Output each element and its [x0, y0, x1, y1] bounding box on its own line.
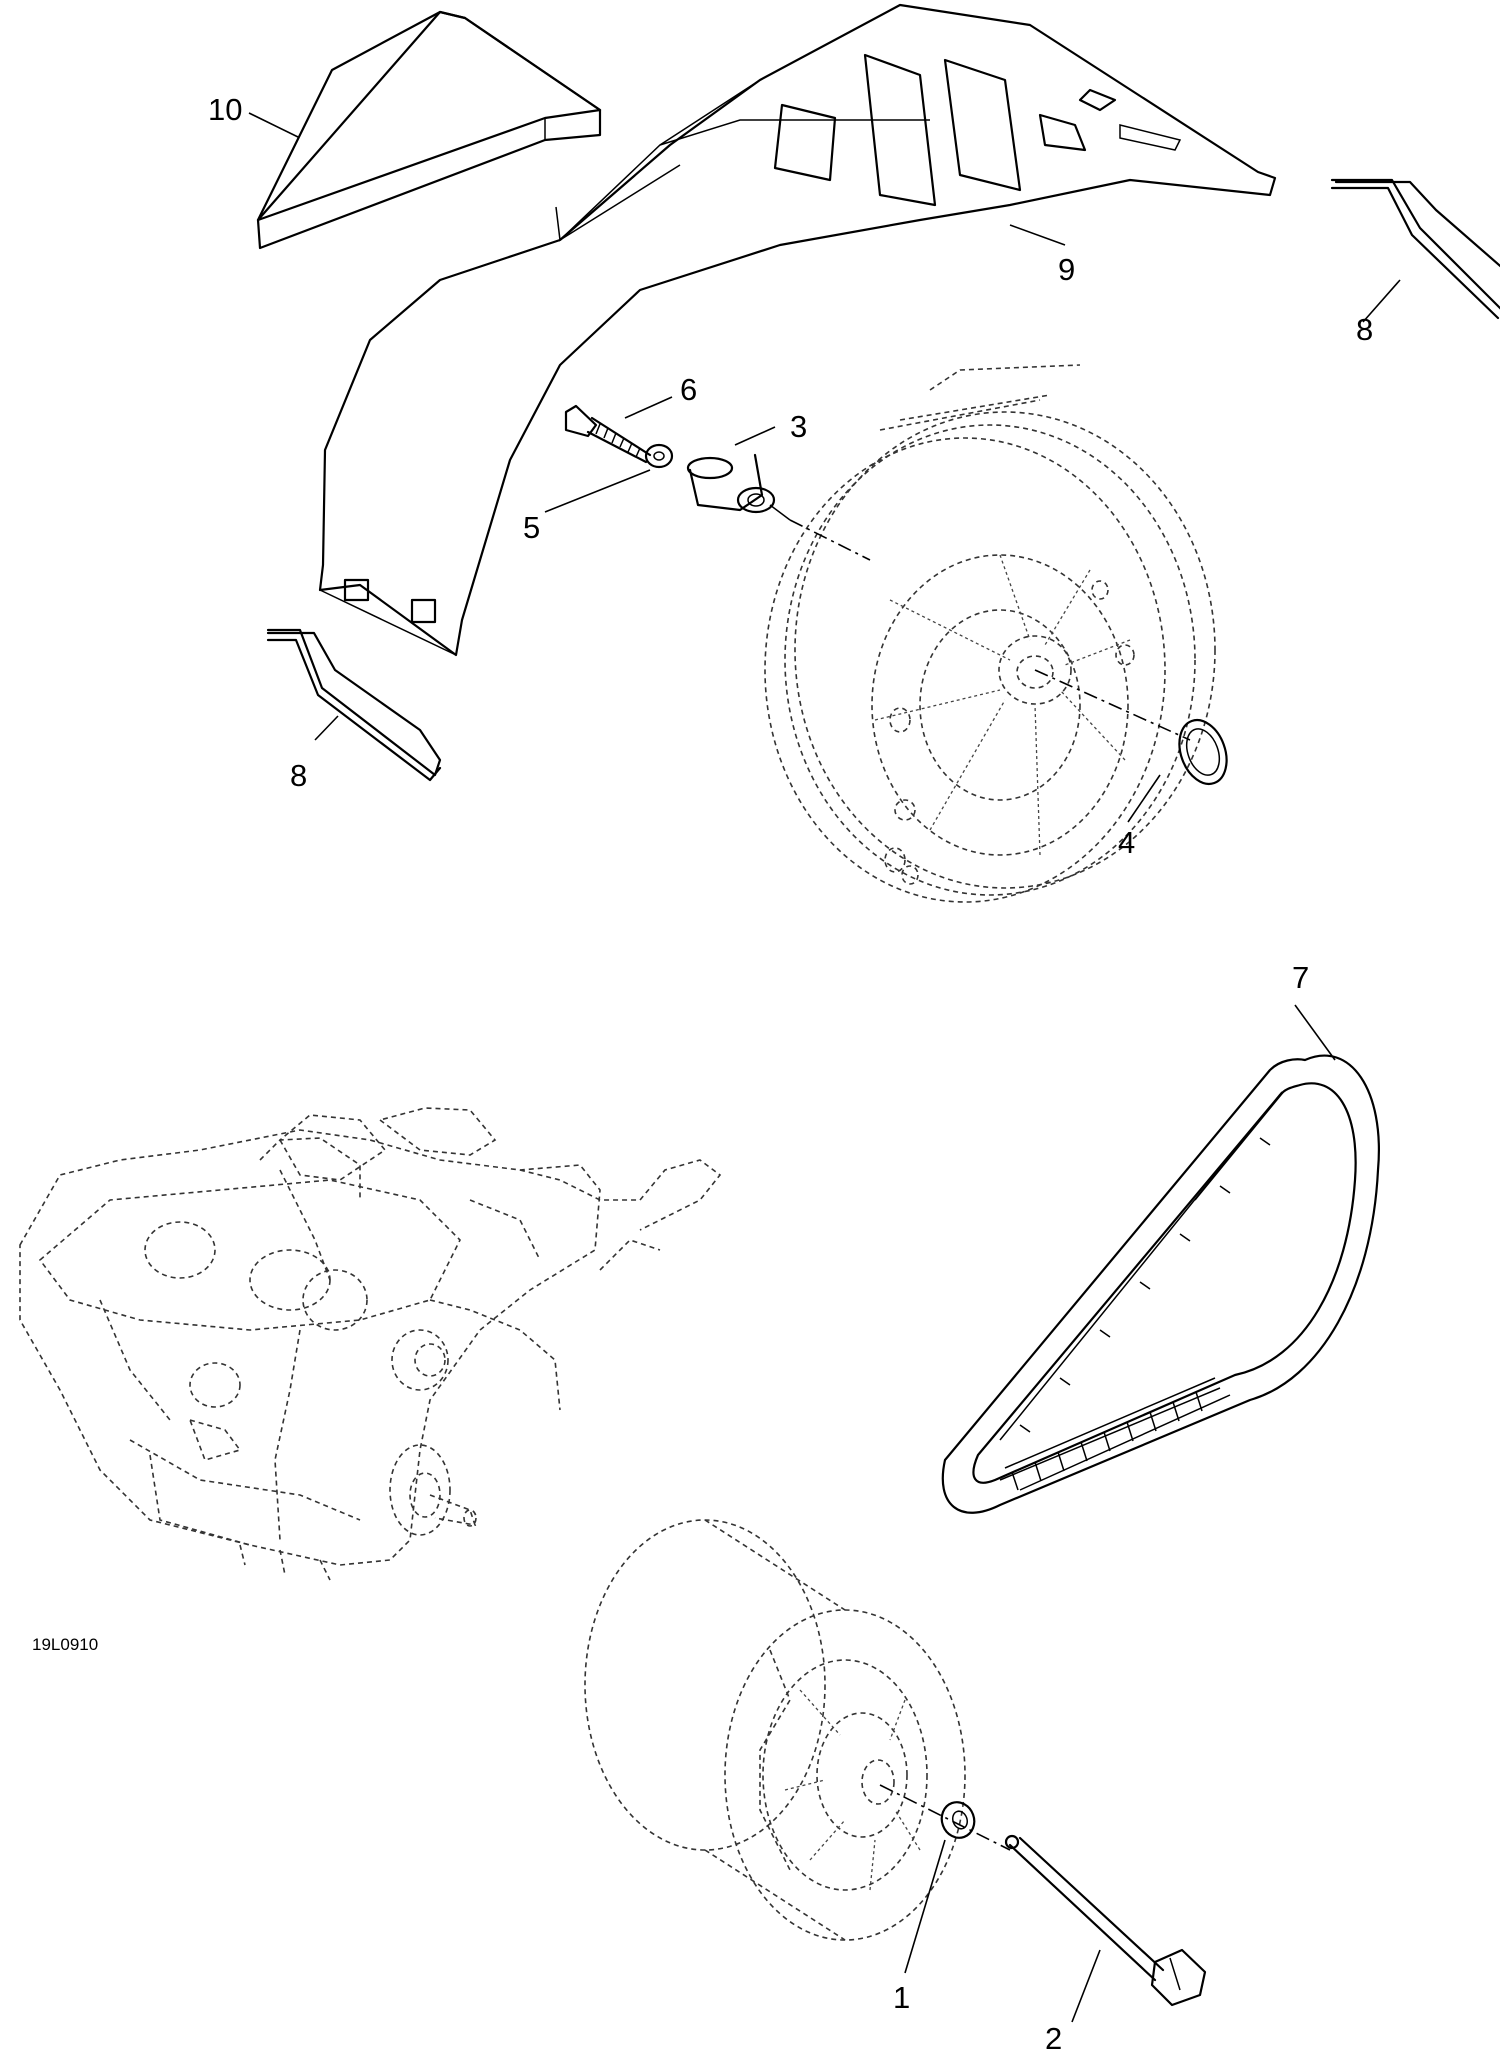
callout-8-upper: 8 — [1356, 312, 1373, 347]
lock-washer-part — [644, 443, 674, 469]
clip-part-lower — [266, 628, 442, 782]
drive-pulley-reference — [584, 1519, 966, 1941]
callout-5: 5 — [523, 510, 540, 545]
driven-pulley-reference — [764, 364, 1216, 903]
screw-part — [564, 404, 652, 464]
leader-lines — [248, 112, 1401, 2023]
clip-part-upper — [1330, 178, 1500, 320]
callout-10: 10 — [208, 92, 242, 127]
washer-part-1 — [940, 1801, 976, 1839]
callout-1: 1 — [893, 1980, 910, 2015]
diagram-code: 19L0910 — [32, 1635, 98, 1654]
callout-labels: 10 9 8 6 3 5 8 4 7 1 2 19L0910 — [32, 92, 1373, 2052]
engine-reference — [19, 1107, 722, 1581]
callout-4: 4 — [1118, 825, 1135, 860]
callout-8-lower: 8 — [290, 758, 307, 793]
callout-7: 7 — [1292, 960, 1309, 995]
drive-belt-part — [941, 1054, 1380, 1514]
bolt-part — [1004, 1834, 1207, 2007]
callout-2: 2 — [1045, 2021, 1062, 2052]
filter-pad-part — [256, 10, 602, 250]
callout-9: 9 — [1058, 252, 1075, 287]
callout-3: 3 — [790, 409, 807, 444]
spacer-part — [686, 453, 791, 521]
belt-guard-part — [318, 3, 1277, 657]
callout-6: 6 — [680, 372, 697, 407]
washer-part-4 — [1178, 718, 1228, 786]
